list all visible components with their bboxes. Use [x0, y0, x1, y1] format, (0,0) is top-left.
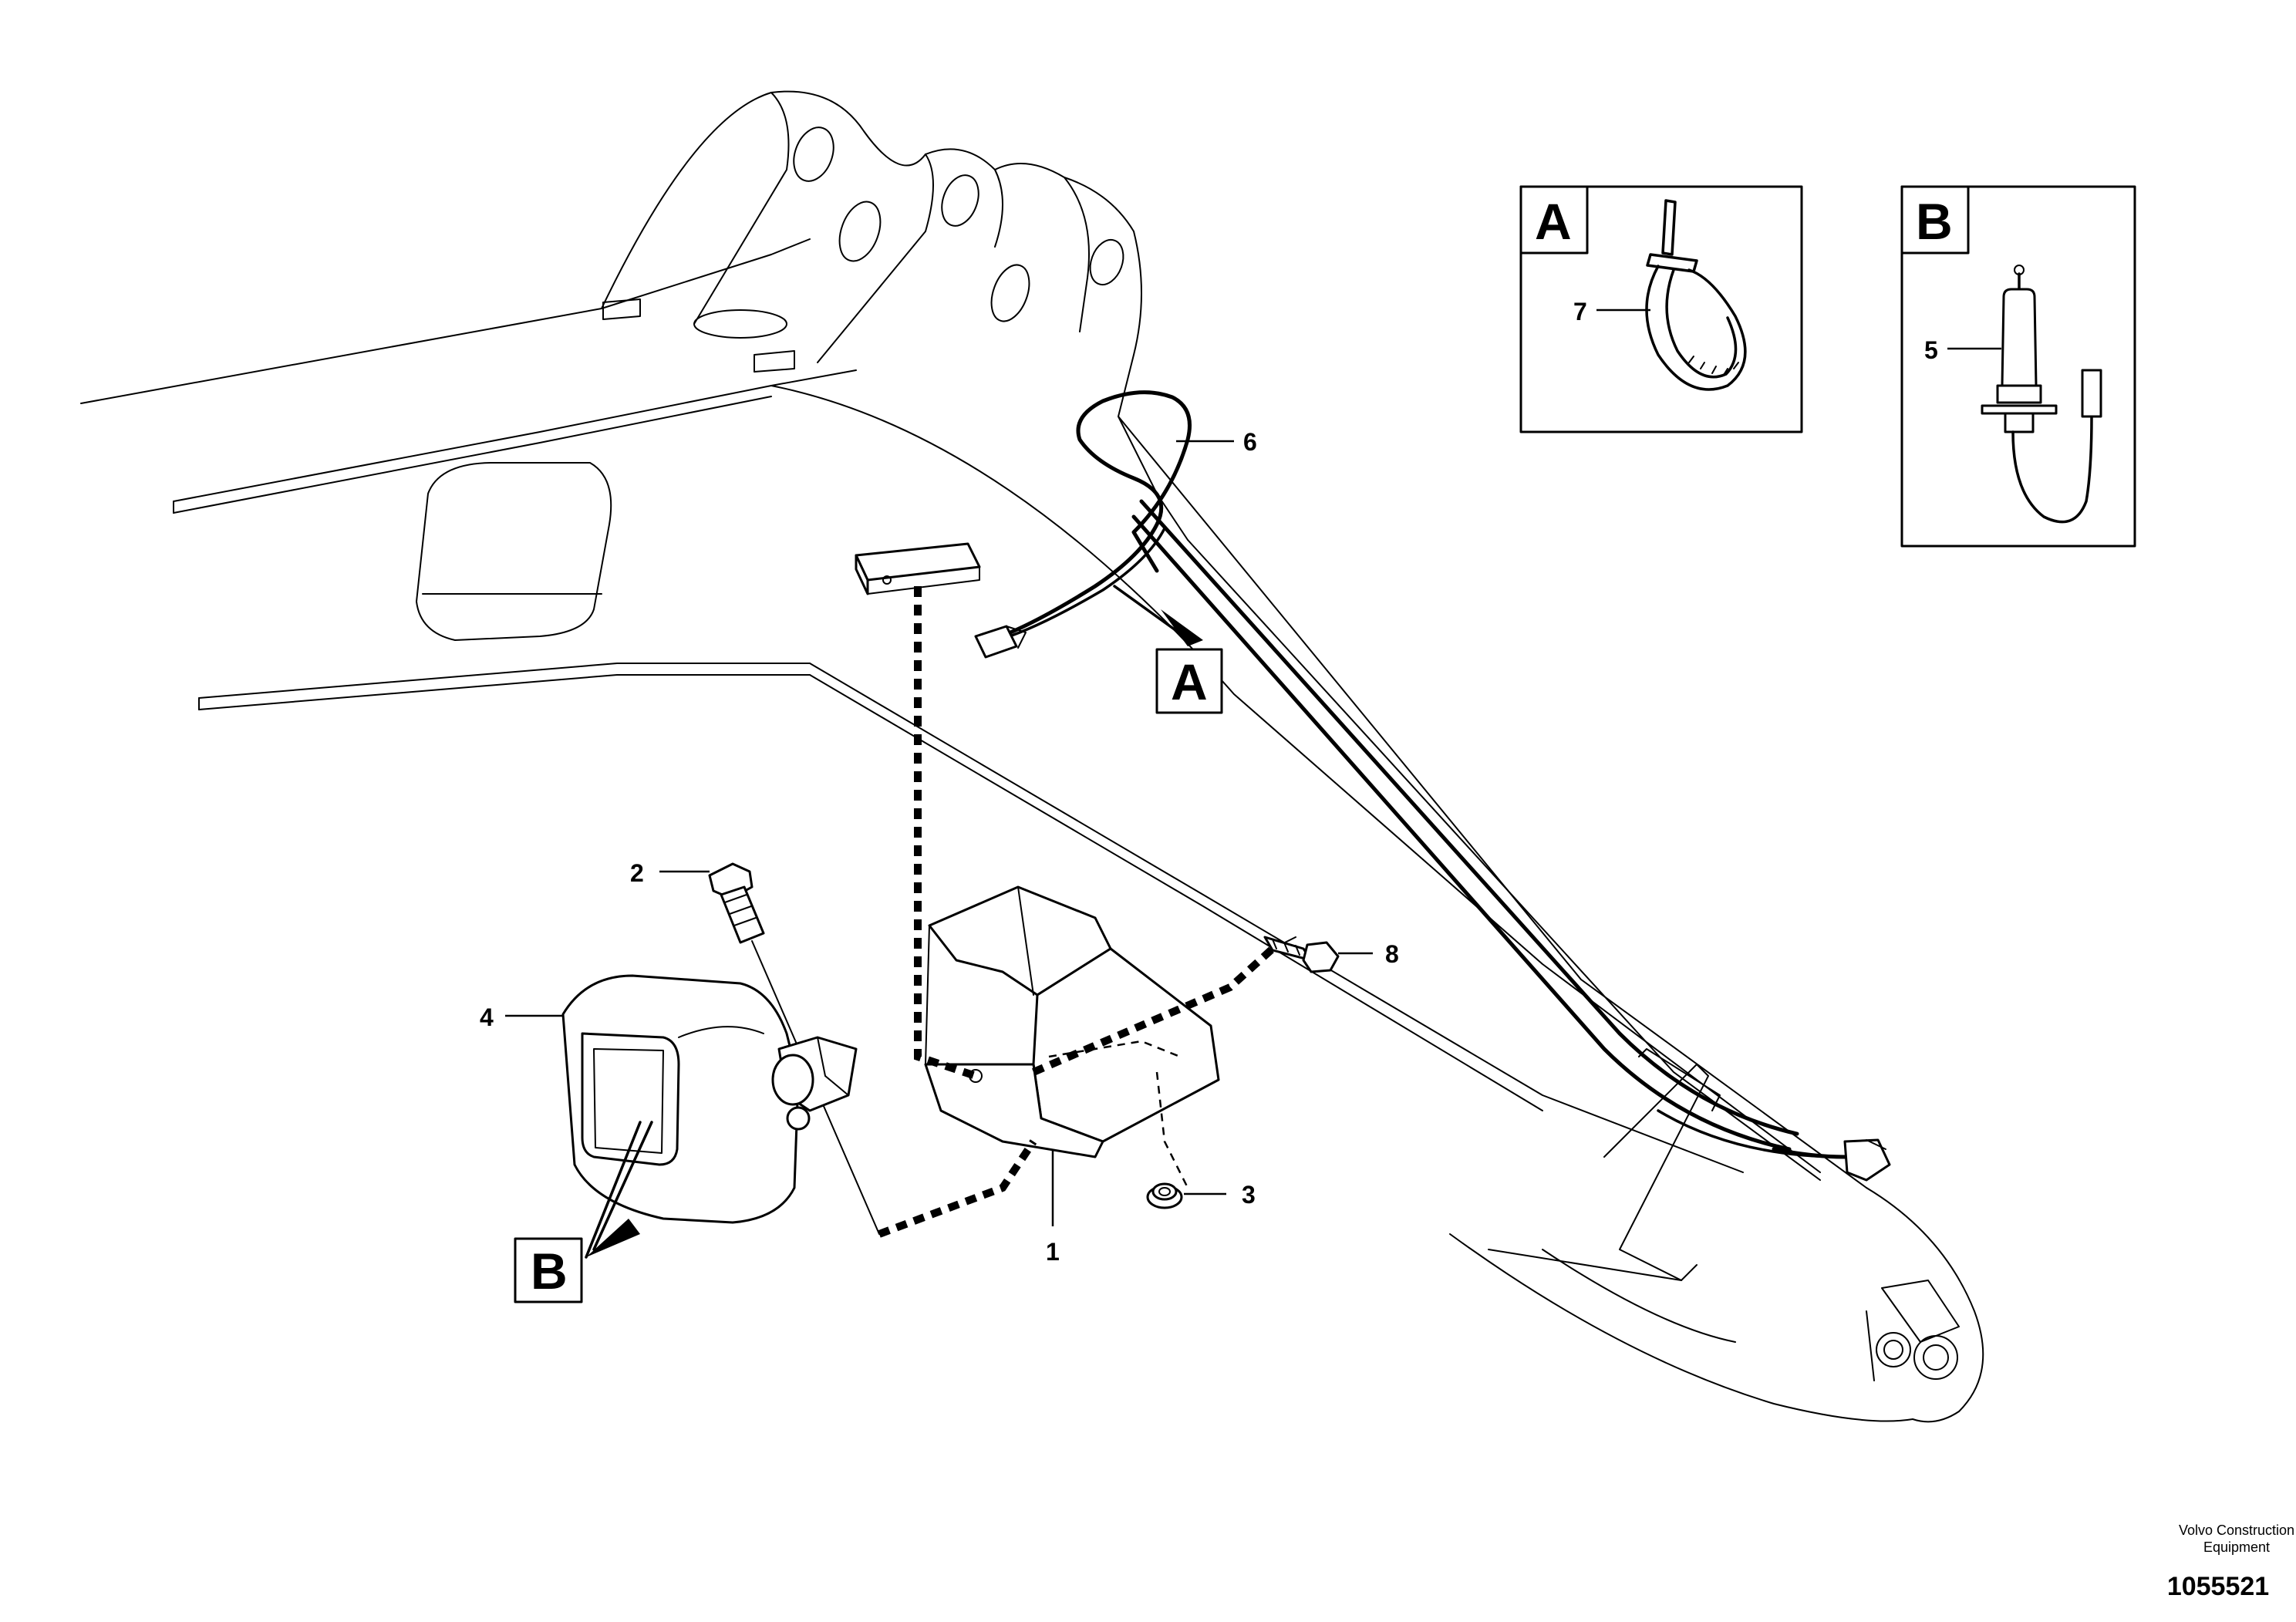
harness-end-connector: [1843, 1138, 1891, 1182]
footer-company-line2: Equipment: [2203, 1539, 2270, 1555]
flange-nut-3: [1146, 1182, 1183, 1209]
mounting-block: [855, 542, 981, 595]
callout-6: 6: [1176, 428, 1257, 456]
harness-connector: [974, 625, 1027, 659]
callout-6-label: 6: [1243, 428, 1257, 456]
callout-5-label: 5: [1924, 336, 1938, 364]
footer-company-line1: Volvo Construction: [2179, 1523, 2294, 1538]
title-block: Volvo Construction Equipment 1055521: [2167, 1523, 2294, 1601]
lamp-bracket-1: [924, 885, 1220, 1189]
callout-8-label: 8: [1385, 940, 1399, 968]
boom-structure: [80, 90, 1984, 1423]
cable-tie-icon: [1645, 199, 1747, 391]
detail-marker-a-label: A: [1171, 653, 1208, 710]
callout-2: 2: [630, 859, 710, 887]
work-lamp-4: [561, 974, 858, 1224]
callout-4: 4: [480, 1003, 563, 1031]
drawing-number: 1055521: [2167, 1572, 2269, 1601]
callout-2-label: 2: [630, 859, 644, 887]
inset-b-label: B: [1916, 193, 1953, 250]
detail-marker-b-label: B: [531, 1243, 568, 1300]
inset-b: B 5: [1900, 185, 2136, 548]
detail-marker-a: A: [1113, 585, 1223, 714]
halogen-bulb-icon: [1981, 265, 2102, 524]
callout-1: 1: [1046, 1149, 1060, 1266]
detail-marker-b: B: [514, 1121, 653, 1303]
inset-a-label: A: [1535, 193, 1572, 250]
callout-7-label: 7: [1573, 298, 1587, 325]
wiring-harness-6: [974, 390, 1891, 1182]
callout-3: 3: [1184, 1181, 1256, 1209]
callout-8: 8: [1338, 940, 1399, 968]
bolt-8: [1263, 936, 1340, 973]
callout-1-label: 1: [1046, 1238, 1060, 1266]
inset-a: A 7: [1519, 185, 1803, 433]
callout-4-label: 4: [480, 1003, 494, 1031]
callout-3-label: 3: [1242, 1181, 1256, 1209]
